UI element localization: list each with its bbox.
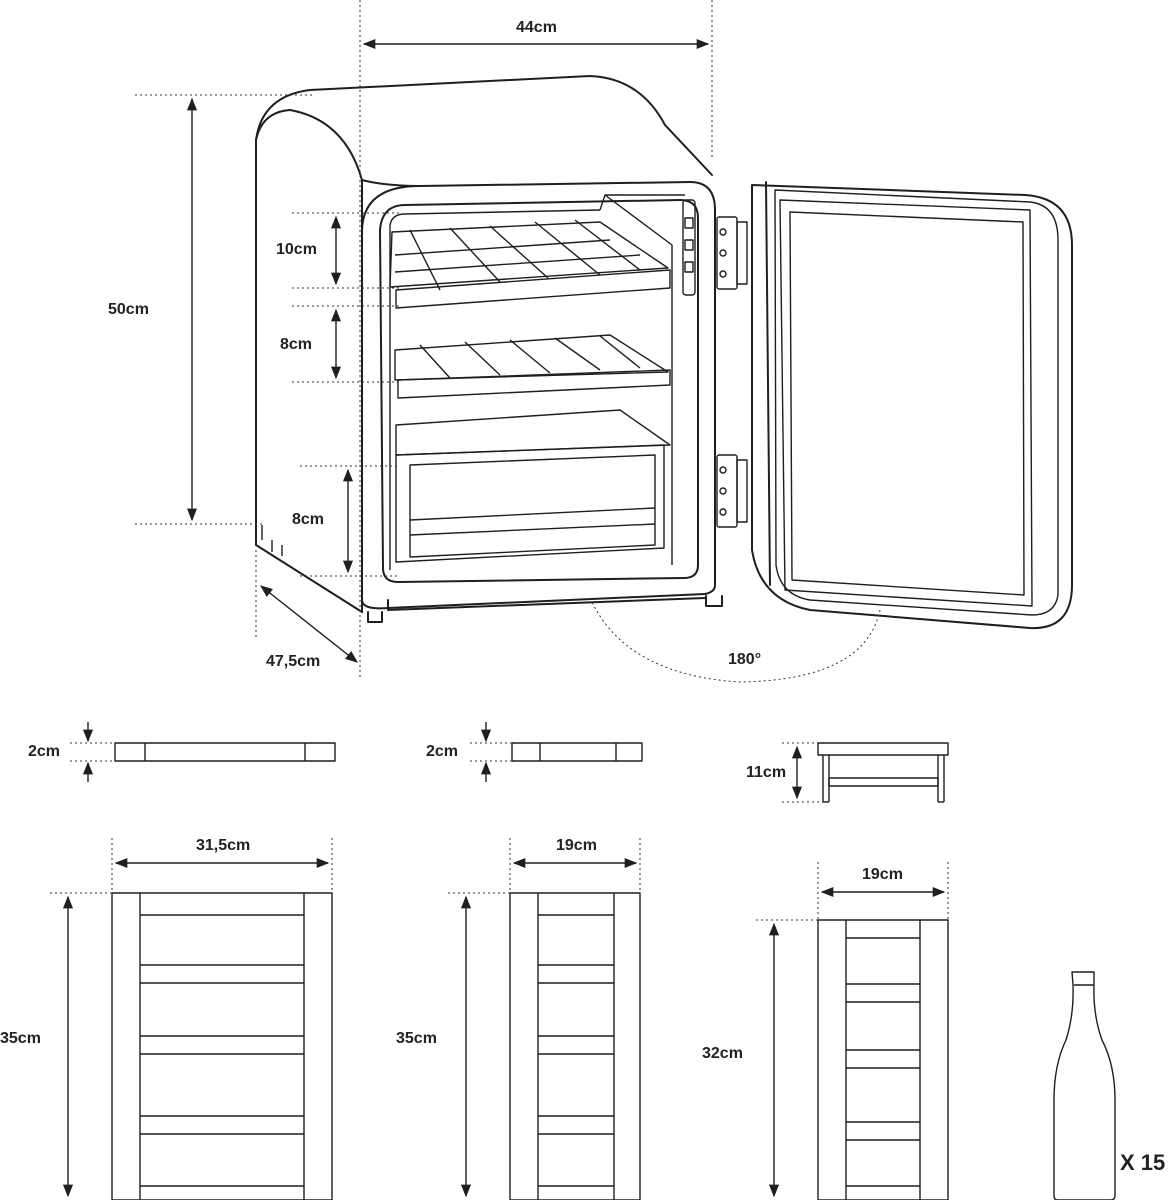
shelf-2 [394, 334, 671, 399]
rack-top-view [817, 919, 949, 1200]
small-shelf-top-view [509, 892, 641, 1200]
large-shelf-side-view [70, 722, 336, 782]
wine-bottle-icon [1053, 971, 1116, 1200]
door-angle-label: 180° [728, 651, 761, 668]
shelf-gap-3-label: 8cm [292, 511, 324, 528]
large-shelf-width-label: 31,5cm [196, 837, 250, 854]
door-swing-arc [589, 597, 881, 683]
rack-side-view [782, 742, 949, 803]
shelf-1 [389, 219, 671, 309]
height-label: 50cm [108, 301, 149, 318]
rack-width-label: 19cm [862, 866, 903, 883]
width-label: 44cm [516, 19, 557, 36]
small-shelf-side-view [470, 722, 643, 782]
door-hinges [716, 216, 748, 528]
rack-length-label: 32cm [702, 1045, 743, 1062]
large-shelf-length-label: 35cm [0, 1030, 41, 1047]
large-shelf-thickness-label: 2cm [28, 743, 60, 760]
fridge-cabinet [255, 75, 723, 623]
depth-label: 47,5cm [266, 653, 320, 670]
small-shelf-length-label: 35cm [396, 1030, 437, 1047]
depth-dimension-line [260, 585, 358, 663]
rack-height-label: 11cm [746, 764, 786, 781]
bottom-rack [395, 409, 671, 563]
fridge-door-open [751, 181, 1073, 630]
small-shelf-width-label: 19cm [556, 837, 597, 854]
bottle-capacity-label: X 15 [1120, 1150, 1165, 1175]
large-shelf-top-view [111, 892, 333, 1200]
shelf-gap-2-label: 8cm [280, 336, 312, 353]
shelf-gap-1-label: 10cm [276, 241, 317, 258]
small-shelf-thickness-label: 2cm [426, 743, 458, 760]
